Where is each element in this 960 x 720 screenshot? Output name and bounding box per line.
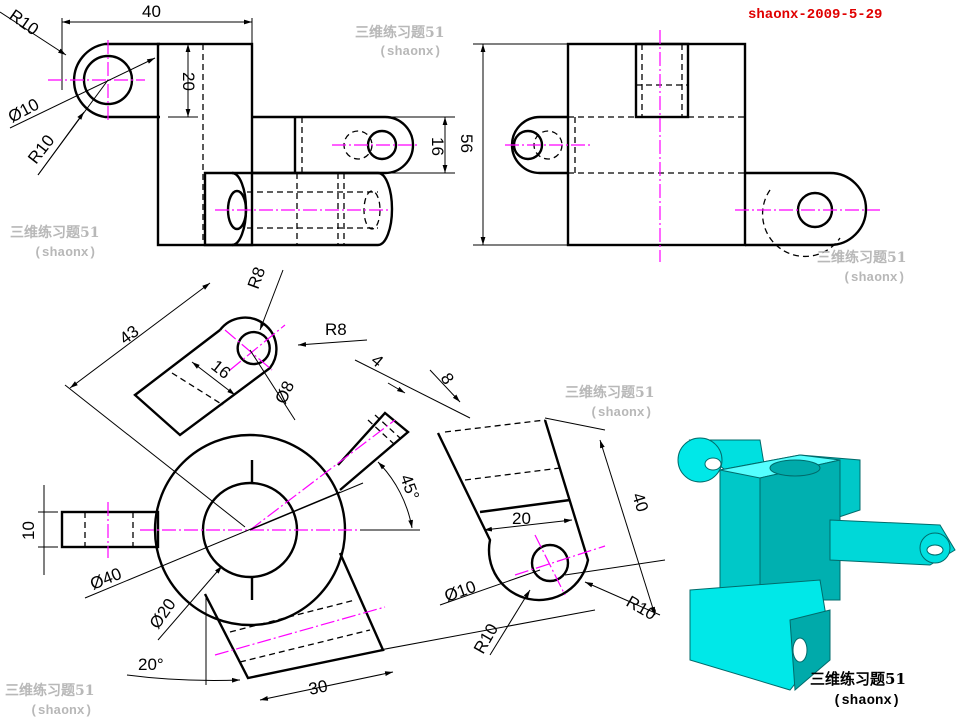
dim-aux-40: 40 (628, 490, 652, 514)
dim-r8-b: R8 (325, 320, 347, 339)
dim-aux-dia10: Ø10 (442, 577, 479, 606)
watermark-author-5: (shaonx) (30, 703, 92, 718)
caption-author: (shaonx) (833, 693, 900, 709)
dim-8: 8 (437, 369, 458, 388)
dim-dia8: Ø8 (271, 378, 298, 407)
dim-r8-a: R8 (244, 264, 269, 291)
dim-16-top: 16 (208, 356, 235, 383)
watermark-title-3: 三维练习题51 (817, 249, 906, 266)
dim-aux-20: 20 (512, 509, 531, 528)
side-view: 56 (457, 30, 880, 262)
watermark-title-4: 三维练习题51 (565, 384, 654, 401)
dim-56: 56 (457, 134, 476, 153)
dim-16: 16 (428, 137, 447, 156)
watermarks: 三维练习题51 (shaonx) 三维练习题51 (shaonx) 三维练习题5… (5, 24, 906, 718)
auxiliary-view: 20 40 Ø10 R10 R10 (379, 417, 666, 657)
caption-title: 三维练习题51 (810, 670, 906, 688)
signature-date: shaonx-2009-5-29 (748, 7, 882, 23)
watermark-author-4: (shaonx) (590, 405, 652, 420)
dim-20deg: 20° (138, 655, 164, 674)
top-view: 43 R8 R8 16 Ø8 4 8 45° 10 Ø40 Ø20 20° 30 (19, 264, 471, 701)
watermark-title-1: 三维练习题51 (355, 24, 444, 41)
dim-dia20: Ø20 (146, 595, 180, 632)
dim-43: 43 (116, 322, 143, 349)
dim-40: 40 (142, 2, 161, 21)
dim-aux-r10-b: R10 (470, 620, 502, 657)
dim-r10-bottom: R10 (24, 131, 58, 167)
watermark-title-2: 三维练习题51 (10, 224, 99, 241)
isometric-solid (677, 437, 956, 692)
dim-30: 30 (307, 676, 329, 699)
watermark-title-5: 三维练习题51 (5, 682, 94, 699)
watermark-author-2: (shaonx) (34, 245, 96, 260)
dim-10: 10 (19, 521, 38, 540)
dim-45deg: 45° (396, 472, 423, 503)
dim-20: 20 (179, 72, 198, 91)
watermark-author-3: (shaonx) (843, 270, 905, 285)
watermark-author-1: (shaonx) (379, 44, 441, 59)
dim-r10-top: R10 (6, 6, 42, 39)
dim-aux-r10-a: R10 (623, 592, 660, 624)
